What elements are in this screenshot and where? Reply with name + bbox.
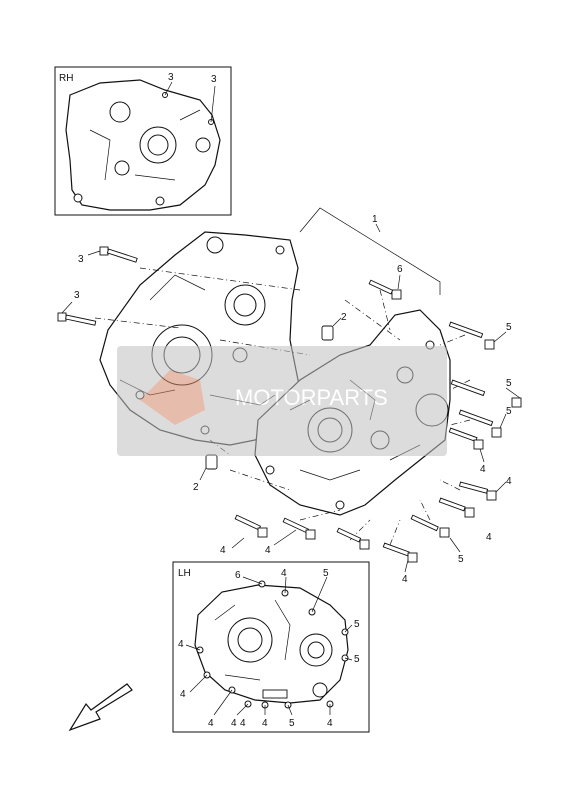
right-bolt-hole xyxy=(265,465,275,475)
rh-leader xyxy=(164,81,173,96)
bolt-5-r3 xyxy=(458,409,502,438)
callout-5-b4: 5 xyxy=(458,554,464,565)
bolt-3-lower-leader xyxy=(61,301,73,314)
lh-callout-5-right-b: 5 xyxy=(354,654,360,665)
right-bolt-hole xyxy=(335,500,345,510)
left-bolt-hole xyxy=(275,245,285,255)
bolt-4-r5 xyxy=(458,481,497,501)
front-arrow-icon xyxy=(68,683,133,732)
watermark-text: MOTORPARTS xyxy=(235,385,388,410)
dowel-pin-lower xyxy=(205,454,218,470)
lh-callout-6: 6 xyxy=(235,570,241,581)
bolt-6 xyxy=(368,279,402,300)
callout-5-r2: 5 xyxy=(506,378,512,389)
bolt-3-upper-leader xyxy=(87,250,101,256)
bolt-4-b2 xyxy=(282,517,316,540)
lh-callout-4-b2: 4 xyxy=(231,718,237,729)
callout-6: 6 xyxy=(397,264,403,275)
callout-4-r5: 4 xyxy=(506,476,512,487)
callout-1-leader xyxy=(375,223,381,233)
rh-inset-frame xyxy=(54,66,232,216)
bolt-4-r4-leader xyxy=(479,448,485,463)
dowel-pin-upper xyxy=(321,325,334,341)
callout-2-upper: 2 xyxy=(341,312,347,323)
left-upper-bore xyxy=(206,236,224,254)
watermark: MOTORPARTS xyxy=(117,346,447,456)
bolt-4-b3-leader xyxy=(404,559,409,573)
rh-callout-3b: 3 xyxy=(211,74,217,85)
rh-bearing-inner xyxy=(147,134,169,156)
rh-bolt-hole xyxy=(155,196,165,206)
dowel-upper-leader xyxy=(332,317,342,327)
lh-callout-5-b: 5 xyxy=(289,718,295,729)
callout-4-b5: 4 xyxy=(486,532,492,543)
bolt-4-b2-leader xyxy=(273,529,297,546)
lh-inset-title: LH xyxy=(178,568,191,579)
bolt-5-r2 xyxy=(450,379,522,408)
watermark-band xyxy=(117,346,447,456)
lh-leaders xyxy=(185,576,353,716)
callout-5-r1: 5 xyxy=(506,322,512,333)
bolt-4-r5-leader xyxy=(495,481,507,493)
callout-3-upper: 3 xyxy=(78,254,84,265)
bolt-3-upper xyxy=(99,246,138,263)
rh-shaft-bore xyxy=(109,101,131,123)
lh-small-bore xyxy=(312,682,328,698)
bolt-5-b4 xyxy=(410,497,475,538)
bolt-4-b1-leader xyxy=(231,537,245,549)
lh-callout-4-b1: 4 xyxy=(208,718,214,729)
bolt-4-b1 xyxy=(234,514,268,538)
bolt-6-leader xyxy=(397,274,401,290)
lh-callout-4-top: 4 xyxy=(281,568,287,579)
lh-callout-4-left-b: 4 xyxy=(180,689,186,700)
lh-stamp-plate xyxy=(262,689,288,699)
callout-4-b1: 4 xyxy=(220,545,226,556)
lh-inset-frame xyxy=(172,561,370,733)
callout-1: 1 xyxy=(372,214,378,225)
lh-callout-4-b4: 4 xyxy=(240,718,246,729)
callout-4-r4: 4 xyxy=(480,464,486,475)
watermark-logo-mark xyxy=(140,370,205,425)
lh-callout-5-right-a: 5 xyxy=(354,619,360,630)
lh-side-inner xyxy=(307,641,325,659)
bolt-5-r2-leader xyxy=(505,387,521,399)
rh-ribs xyxy=(89,109,201,181)
lh-main-inner xyxy=(237,627,263,653)
bolt-5-r1-leader xyxy=(493,331,507,343)
lh-callout-4-b3: 4 xyxy=(262,718,268,729)
lh-callout-4-b5: 4 xyxy=(327,718,333,729)
rh-callout-3a: 3 xyxy=(168,72,174,83)
rh-side-bore xyxy=(195,137,211,153)
rh-inset: RH 3 3 xyxy=(54,66,232,216)
bolt-5-r3-leader xyxy=(499,413,507,429)
callout-2-lower: 2 xyxy=(193,482,199,493)
lh-inset: LH 6 4 5 4 4 5 5 4 4 4 4 5 4 xyxy=(172,561,370,733)
rh-small-bore xyxy=(114,160,130,176)
callout-3-lower: 3 xyxy=(74,290,80,301)
bolt-5-r1 xyxy=(448,321,495,350)
rh-inset-title: RH xyxy=(59,73,73,84)
lh-ribs xyxy=(214,599,291,681)
lh-callout-4-left-a: 4 xyxy=(178,639,184,650)
rh-leader xyxy=(210,85,216,123)
rh-bolt-hole xyxy=(73,193,83,203)
callout-4-b3: 4 xyxy=(402,574,408,585)
left-shaft-inner xyxy=(233,293,257,317)
bolt-5-b4-leader xyxy=(449,537,461,553)
dowel-lower-leader xyxy=(199,467,207,481)
centerlines xyxy=(94,267,471,546)
callout-1-bracket xyxy=(299,207,441,295)
callout-4-b2: 4 xyxy=(265,545,271,556)
bolt-4-b3 xyxy=(336,527,418,563)
bolt-3-lower xyxy=(57,312,97,326)
bolt-4-r4 xyxy=(448,427,484,450)
lh-callout-5-top: 5 xyxy=(323,568,329,579)
callout-5-r3: 5 xyxy=(506,406,512,417)
